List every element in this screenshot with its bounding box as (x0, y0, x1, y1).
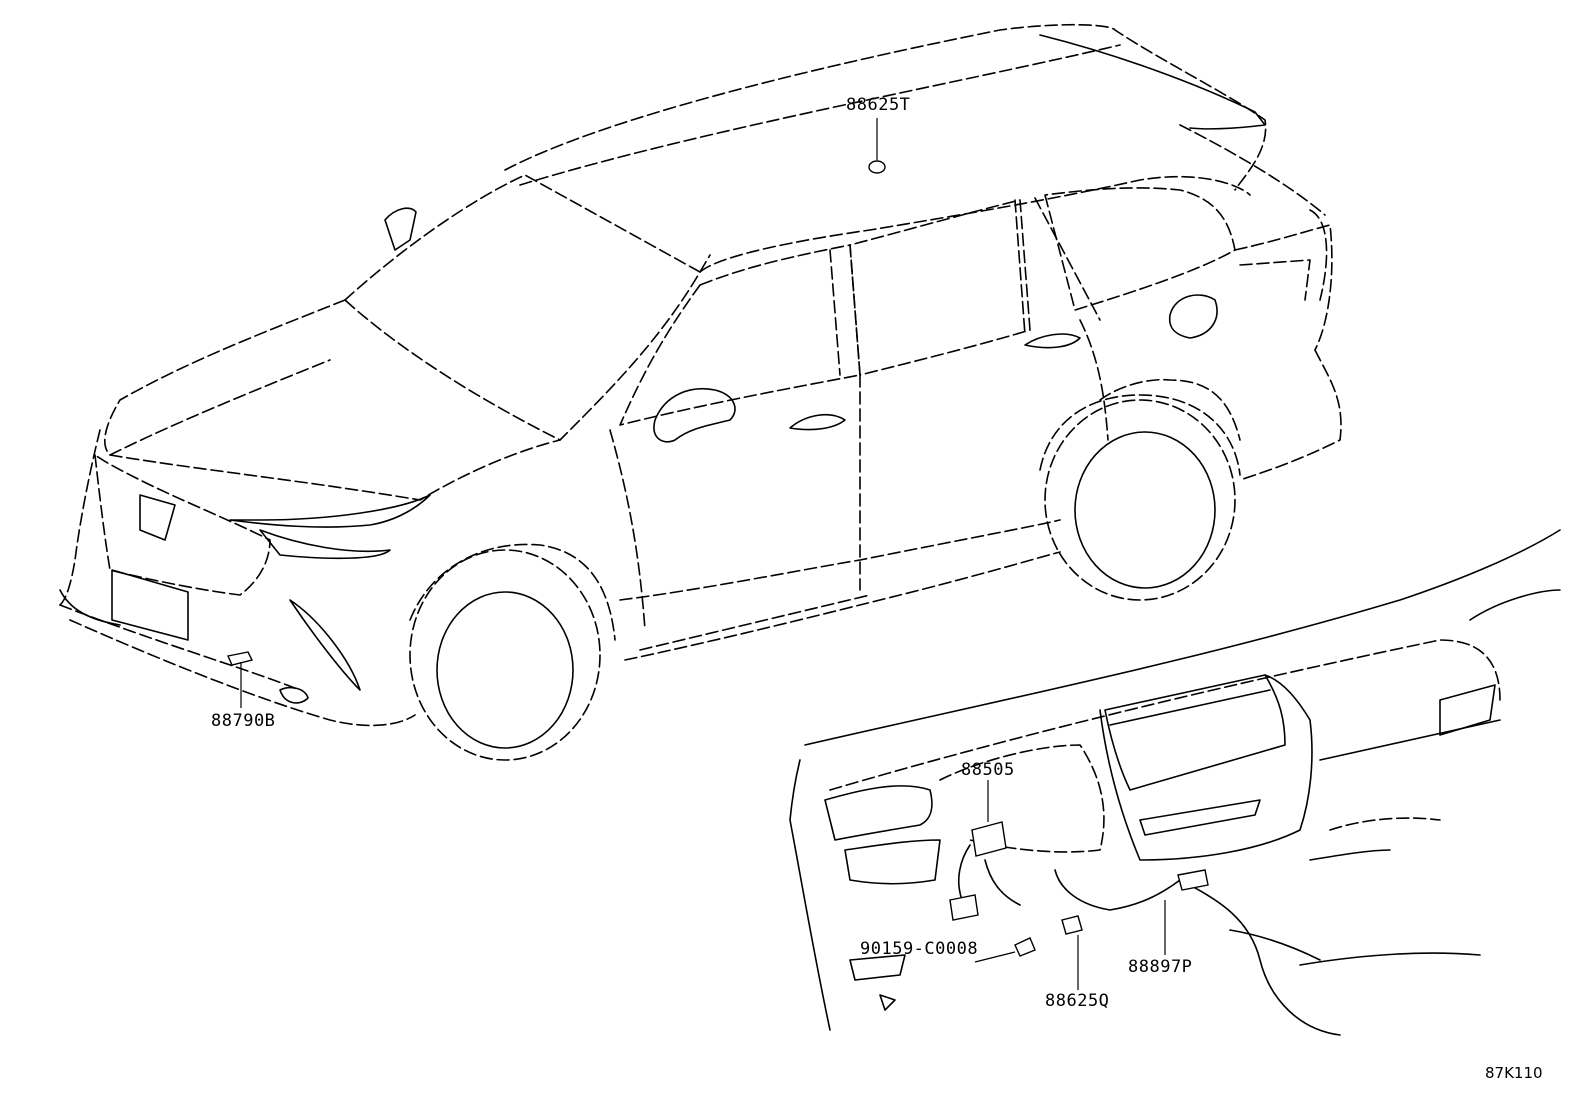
figure-code: 87K110 (1485, 1064, 1543, 1082)
leader-lines (240, 118, 1166, 990)
callout-88790B: 88790B (211, 711, 275, 731)
callout-88505: 88505 (961, 760, 1015, 780)
dashboard-illustration (789, 529, 1561, 1036)
callout-88897P: 88897P (1128, 957, 1192, 977)
vehicle-illustration (59, 23, 1342, 761)
callout-88625T: 88625T (846, 95, 910, 115)
callout-88625Q: 88625Q (1045, 991, 1109, 1011)
callout-90159-C0008: 90159-C0008 (860, 939, 978, 959)
